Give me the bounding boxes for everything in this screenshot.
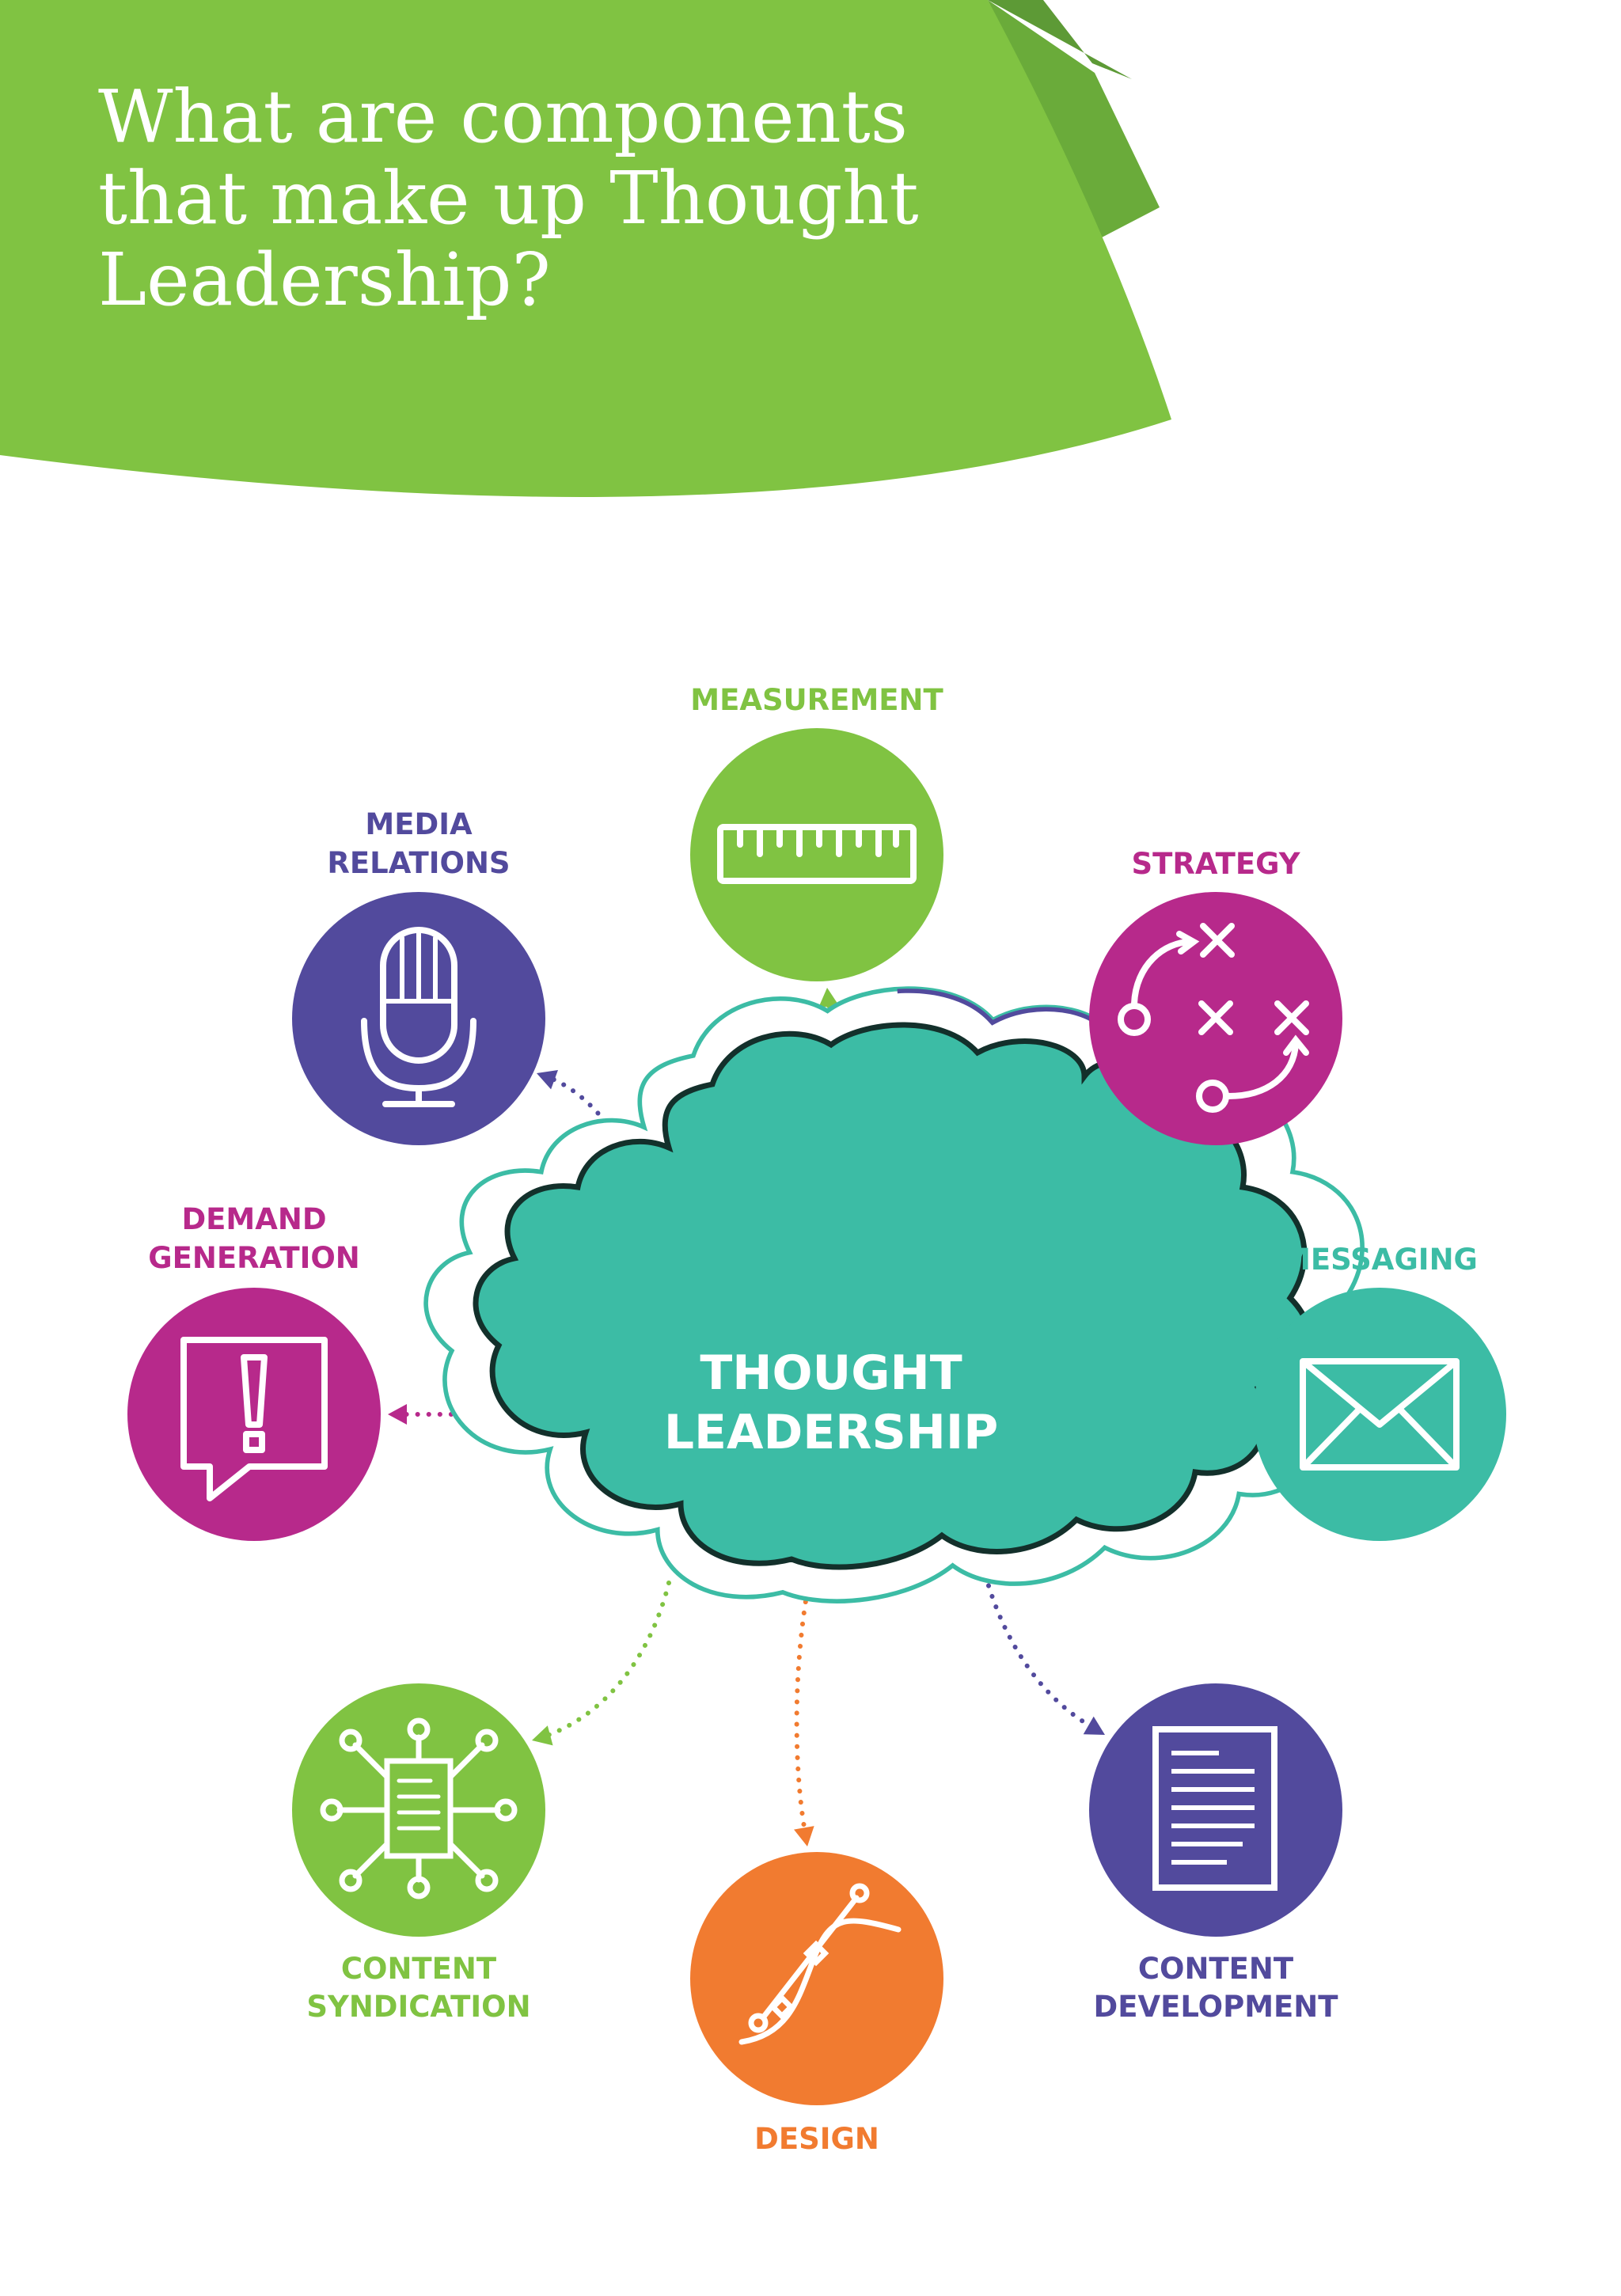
measurement-label: MEASUREMENT <box>690 683 943 717</box>
component-content-development: CONTENT DEVELOPMENT <box>1089 1683 1342 2024</box>
arrowhead-measurement <box>818 988 840 1008</box>
component-messaging: MESSAGING <box>1253 1243 1506 1541</box>
page-title-line: Leadership? <box>98 237 551 323</box>
design-label: DESIGN <box>754 2122 879 2156</box>
media-relations-label: RELATIONS <box>327 846 510 880</box>
media-relations-label: MEDIA <box>365 807 473 841</box>
demand-generation-label: GENERATION <box>148 1241 360 1275</box>
messaging-circle <box>1253 1288 1506 1541</box>
arrowhead-content-development <box>1083 1716 1105 1735</box>
strategy-label: STRATEGY <box>1131 847 1300 881</box>
network-document-icon <box>320 1717 518 1899</box>
arrowhead-content-syndication <box>532 1725 553 1746</box>
component-media-relations: MEDIA RELATIONS <box>292 807 545 1145</box>
arrowhead-design <box>794 1826 814 1846</box>
component-strategy: STRATEGY <box>1089 847 1342 1145</box>
page-title-line: What are components <box>98 74 908 159</box>
strategy-play-icon <box>1118 923 1309 1113</box>
component-content-syndication: CONTENT SYNDICATION <box>292 1683 545 2024</box>
banner-layer-main <box>0 0 1171 497</box>
document-icon <box>1152 1726 1277 1891</box>
alert-speech-bubble-icon <box>180 1337 328 1501</box>
demand-generation-label: DEMAND <box>181 1202 326 1236</box>
content-syndication-label: CONTENT <box>341 1952 497 1986</box>
connector-content-syndication <box>540 1581 671 1740</box>
demand-generation-circle <box>127 1288 381 1541</box>
content-development-label: CONTENT <box>1138 1952 1294 1986</box>
bezier-curve-icon <box>738 1883 902 2045</box>
ruler-icon <box>717 824 917 884</box>
component-measurement: MEASUREMENT <box>690 683 943 981</box>
media-relations-circle <box>292 892 545 1145</box>
content-development-label: DEVELOPMENT <box>1093 1990 1338 2024</box>
page-title-line: that make up Thought <box>98 156 919 241</box>
banner-layer-dark <box>988 0 1132 79</box>
arrowhead-media-relations <box>537 1069 558 1090</box>
envelope-icon <box>1300 1358 1460 1471</box>
banner-layer-mid <box>988 0 1160 237</box>
microphone-icon <box>361 927 476 1107</box>
content-syndication-label: SYNDICATION <box>306 1990 530 2024</box>
header-banner <box>0 0 1171 497</box>
page-title: What are components that make up Thought… <box>98 76 1088 321</box>
cloud-label-line: LEADERSHIP <box>664 1405 998 1460</box>
cloud-label-line: THOUGHT <box>700 1345 962 1401</box>
arrowhead-demand-generation <box>388 1404 407 1425</box>
component-demand-generation: DEMAND GENERATION <box>127 1202 381 1541</box>
measurement-circle <box>690 728 943 981</box>
component-design: DESIGN <box>690 1852 943 2156</box>
messaging-label: MESSAGING <box>1281 1243 1478 1277</box>
thought-leadership-cloud: THOUGHT LEADERSHIP <box>426 989 1369 1601</box>
connector-content-development <box>983 1573 1099 1732</box>
design-circle <box>690 1852 943 2105</box>
connector-design <box>794 1588 810 1839</box>
